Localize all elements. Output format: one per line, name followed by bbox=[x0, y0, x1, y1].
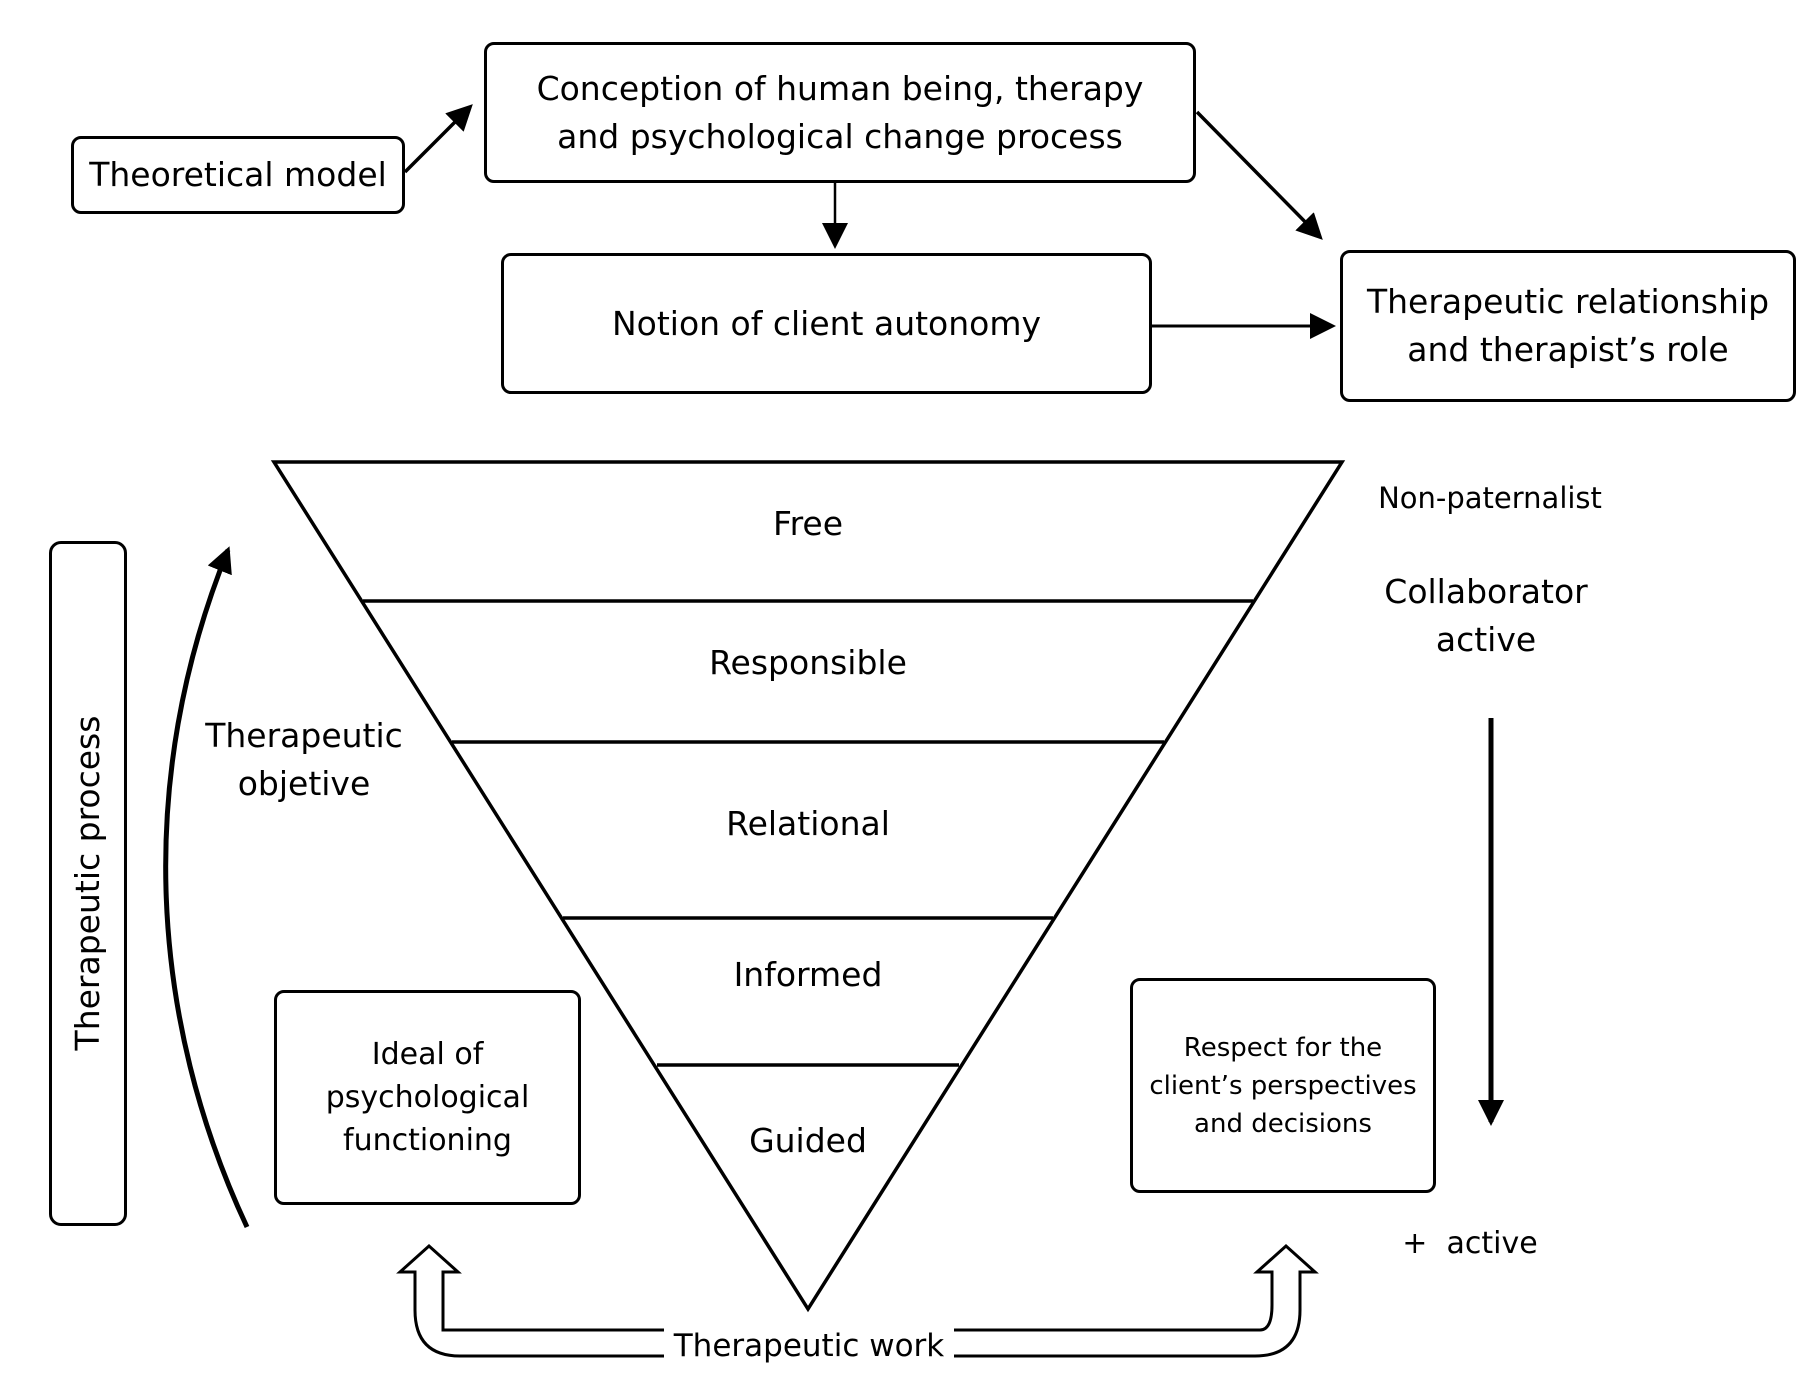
ideal-line-2: psychological bbox=[325, 1080, 530, 1115]
process-curve-arrow bbox=[163, 546, 250, 1229]
theoretical-model-box: Theoretical model bbox=[71, 136, 405, 214]
collaborator-line-1: Collaborator bbox=[1384, 572, 1588, 611]
non-paternalist-label: Non-paternalist bbox=[1378, 481, 1602, 515]
conception-box: Conception of human being, therapy and p… bbox=[484, 42, 1196, 183]
layer-relational: Relational bbox=[726, 804, 890, 843]
layer-free: Free bbox=[772, 504, 844, 543]
therapeutic-process-box bbox=[49, 541, 127, 1226]
layer-responsible: Responsible bbox=[709, 643, 907, 682]
respect-line-3: and decisions bbox=[1194, 1108, 1372, 1139]
work-arrow-right bbox=[936, 1243, 1319, 1358]
plus-active-label: + active bbox=[1402, 1226, 1538, 1261]
arrow-model-to-conception bbox=[403, 104, 473, 174]
collaborator-line-2: active bbox=[1435, 620, 1537, 659]
respect-line-2: client’s perspectives bbox=[1149, 1070, 1417, 1101]
respect-line-1: Respect for the bbox=[1183, 1032, 1383, 1063]
work-arrow-left bbox=[396, 1243, 682, 1358]
autonomy-label: Notion of client autonomy bbox=[611, 303, 1042, 343]
objective-line-2: objetive bbox=[237, 764, 371, 803]
therapeutic-work-label: Therapeutic work bbox=[664, 1324, 954, 1368]
therapeutic-process-label: Therapeutic process bbox=[68, 715, 107, 1051]
conception-line-2: and psychological change process bbox=[557, 116, 1123, 156]
objective-line-1: Therapeutic bbox=[205, 716, 403, 755]
ideal-line-1: Ideal of bbox=[371, 1037, 484, 1072]
theoretical-model-label: Theoretical model bbox=[89, 155, 387, 194]
autonomy-box: Notion of client autonomy bbox=[501, 253, 1152, 394]
relationship-line-1: Therapeutic relationship bbox=[1366, 282, 1770, 321]
therapeutic-objective-label: Therapeutic objetive bbox=[184, 712, 424, 808]
layer-informed: Informed bbox=[733, 955, 883, 994]
respect-box: Respect for the client’s perspectives an… bbox=[1130, 978, 1436, 1193]
ideal-functioning-box: Ideal of psychological functioning bbox=[274, 990, 581, 1205]
ideal-line-3: functioning bbox=[343, 1123, 512, 1158]
arrow-conception-to-relationship bbox=[1195, 110, 1323, 240]
relationship-box: Therapeutic relationship and therapist’s… bbox=[1340, 250, 1796, 402]
collaborator-label: Collaborator active bbox=[1336, 568, 1636, 664]
conception-line-1: Conception of human being, therapy bbox=[536, 68, 1144, 108]
layer-guided: Guided bbox=[749, 1121, 867, 1160]
relationship-line-2: and therapist’s role bbox=[1407, 330, 1729, 369]
autonomy-triangle bbox=[270, 460, 1346, 1313]
